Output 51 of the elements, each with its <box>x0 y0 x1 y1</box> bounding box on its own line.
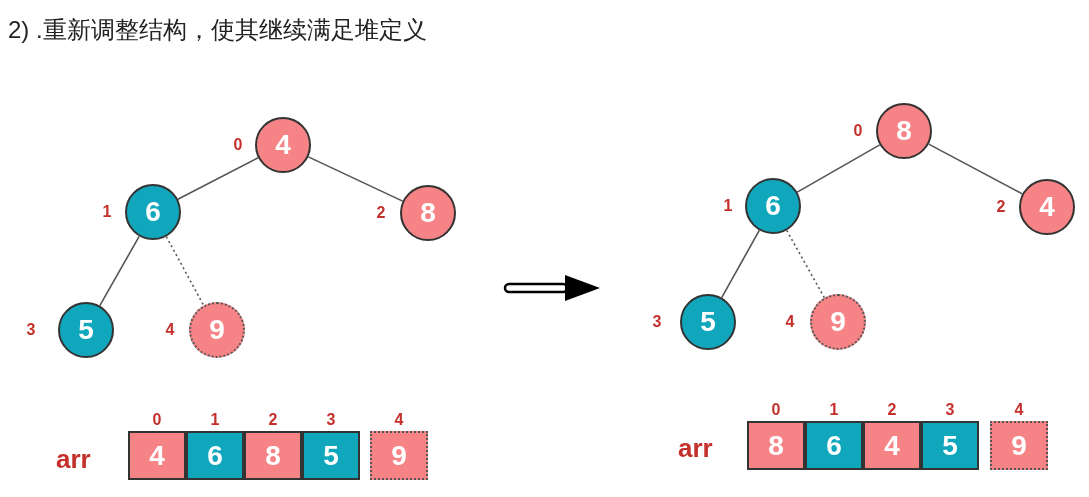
heap-node-circle: 4 <box>1019 179 1075 235</box>
index-number: 1 <box>209 411 221 429</box>
array-cell: 8 <box>747 421 805 470</box>
index-number: 3 <box>944 401 956 419</box>
array-cell: 8 <box>244 431 302 480</box>
heap-node-circle: 9 <box>189 302 245 358</box>
index-number: 1 <box>101 203 113 221</box>
heap-node-circle: 8 <box>400 185 456 241</box>
index-number: 0 <box>852 122 864 140</box>
connector-line <box>927 143 1024 195</box>
index-number: 0 <box>232 136 244 154</box>
index-number: 4 <box>784 313 796 331</box>
heap-node-circle: 4 <box>255 117 311 173</box>
index-number: 2 <box>267 411 279 429</box>
array-cell: 5 <box>302 431 360 480</box>
array-cell: 9 <box>370 431 428 480</box>
heap-node-circle: 6 <box>745 178 801 234</box>
heading: 2) .重新调整结构，使其继续满足堆定义 <box>8 15 427 45</box>
index-number: 2 <box>886 401 898 419</box>
array-name: arr <box>678 433 713 464</box>
index-number: 3 <box>651 313 663 331</box>
index-number: 4 <box>164 321 176 339</box>
dotted-connector <box>165 235 205 307</box>
heap-node-circle: 5 <box>58 302 114 358</box>
array-name: arr <box>56 444 91 475</box>
connector-line <box>307 156 404 202</box>
connector-line <box>796 144 881 193</box>
array-cell: 6 <box>186 431 244 480</box>
index-number: 3 <box>25 321 37 339</box>
index-number: 4 <box>1013 401 1025 419</box>
connector-line <box>99 235 140 307</box>
array-cell: 4 <box>128 431 186 480</box>
array-cell: 4 <box>863 421 921 470</box>
index-number: 1 <box>722 197 734 215</box>
connector-line <box>177 157 259 200</box>
array-cell: 9 <box>990 421 1048 470</box>
array-cell: 5 <box>921 421 979 470</box>
heap-node-circle: 5 <box>680 294 736 350</box>
index-number: 0 <box>151 411 163 429</box>
index-number: 0 <box>770 401 782 419</box>
index-number: 3 <box>325 411 337 429</box>
dotted-connector <box>785 229 826 299</box>
index-number: 4 <box>393 411 405 429</box>
connector-line <box>720 229 761 299</box>
heap-node-circle: 8 <box>876 103 932 159</box>
index-number: 1 <box>828 401 840 419</box>
heap-node-circle: 6 <box>125 184 181 240</box>
index-number: 2 <box>995 198 1007 216</box>
array-cell: 6 <box>805 421 863 470</box>
heap-node-circle: 9 <box>810 294 866 350</box>
index-number: 2 <box>375 204 387 222</box>
